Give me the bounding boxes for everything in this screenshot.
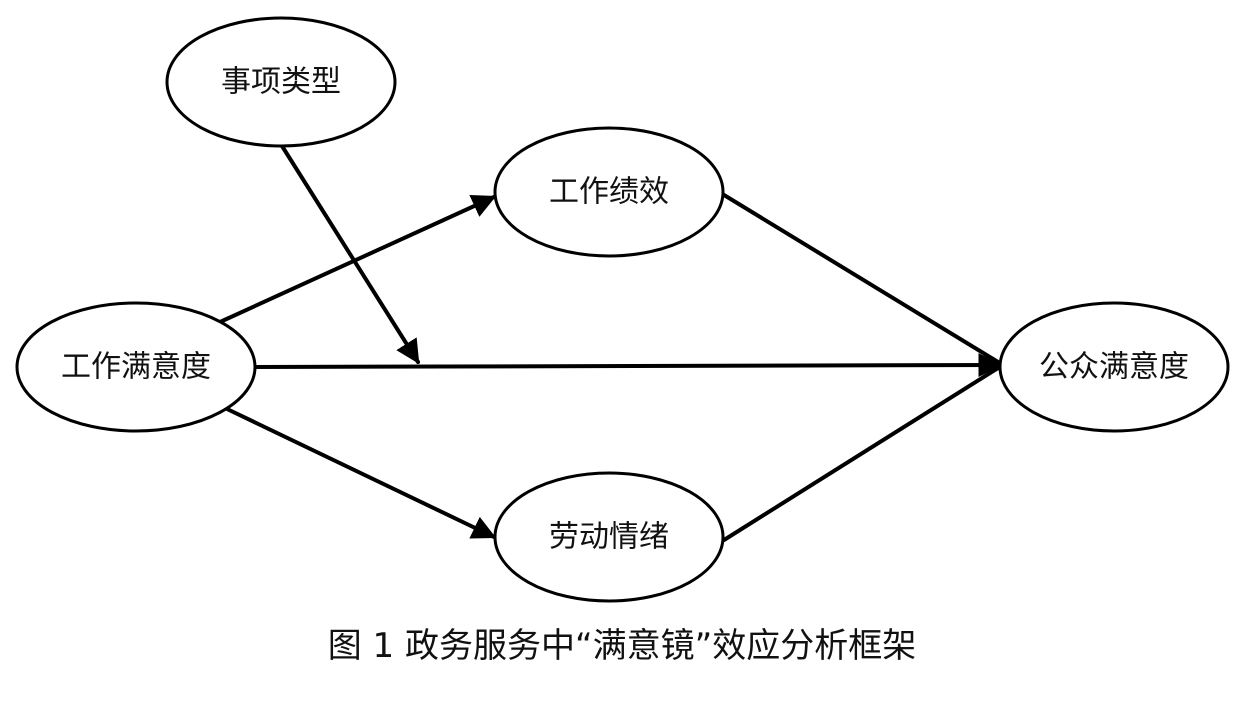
node-public-satisfaction-label: 公众满意度 — [1039, 350, 1189, 385]
node-work-satisfaction-label: 工作满意度 — [61, 350, 211, 385]
node-public-satisfaction: 公众满意度 — [998, 301, 1230, 433]
node-work-performance-label: 工作绩效 — [549, 175, 669, 210]
node-event-type-label: 事项类型 — [221, 65, 341, 100]
edge-emotional-labor-to-public-satisfaction — [722, 366, 1000, 542]
edge-work-satisfaction-to-work-performance — [218, 195, 497, 324]
edge-event-type-moderation — [280, 144, 420, 365]
node-event-type: 事项类型 — [165, 16, 397, 148]
node-emotional-labor-label: 劳动情绪 — [549, 520, 669, 555]
node-emotional-labor: 劳动情绪 — [493, 471, 725, 603]
edge-work-performance-to-public-satisfaction — [722, 193, 1000, 364]
edge-work-satisfaction-to-public-satisfaction — [254, 353, 1003, 378]
edge-work-satisfaction-to-emotional-labor — [223, 406, 497, 539]
node-work-satisfaction: 工作满意度 — [15, 301, 257, 433]
figure-caption: 图 1 政务服务中“满意镜”效应分析框架 — [328, 626, 916, 666]
node-work-performance: 工作绩效 — [493, 126, 725, 258]
